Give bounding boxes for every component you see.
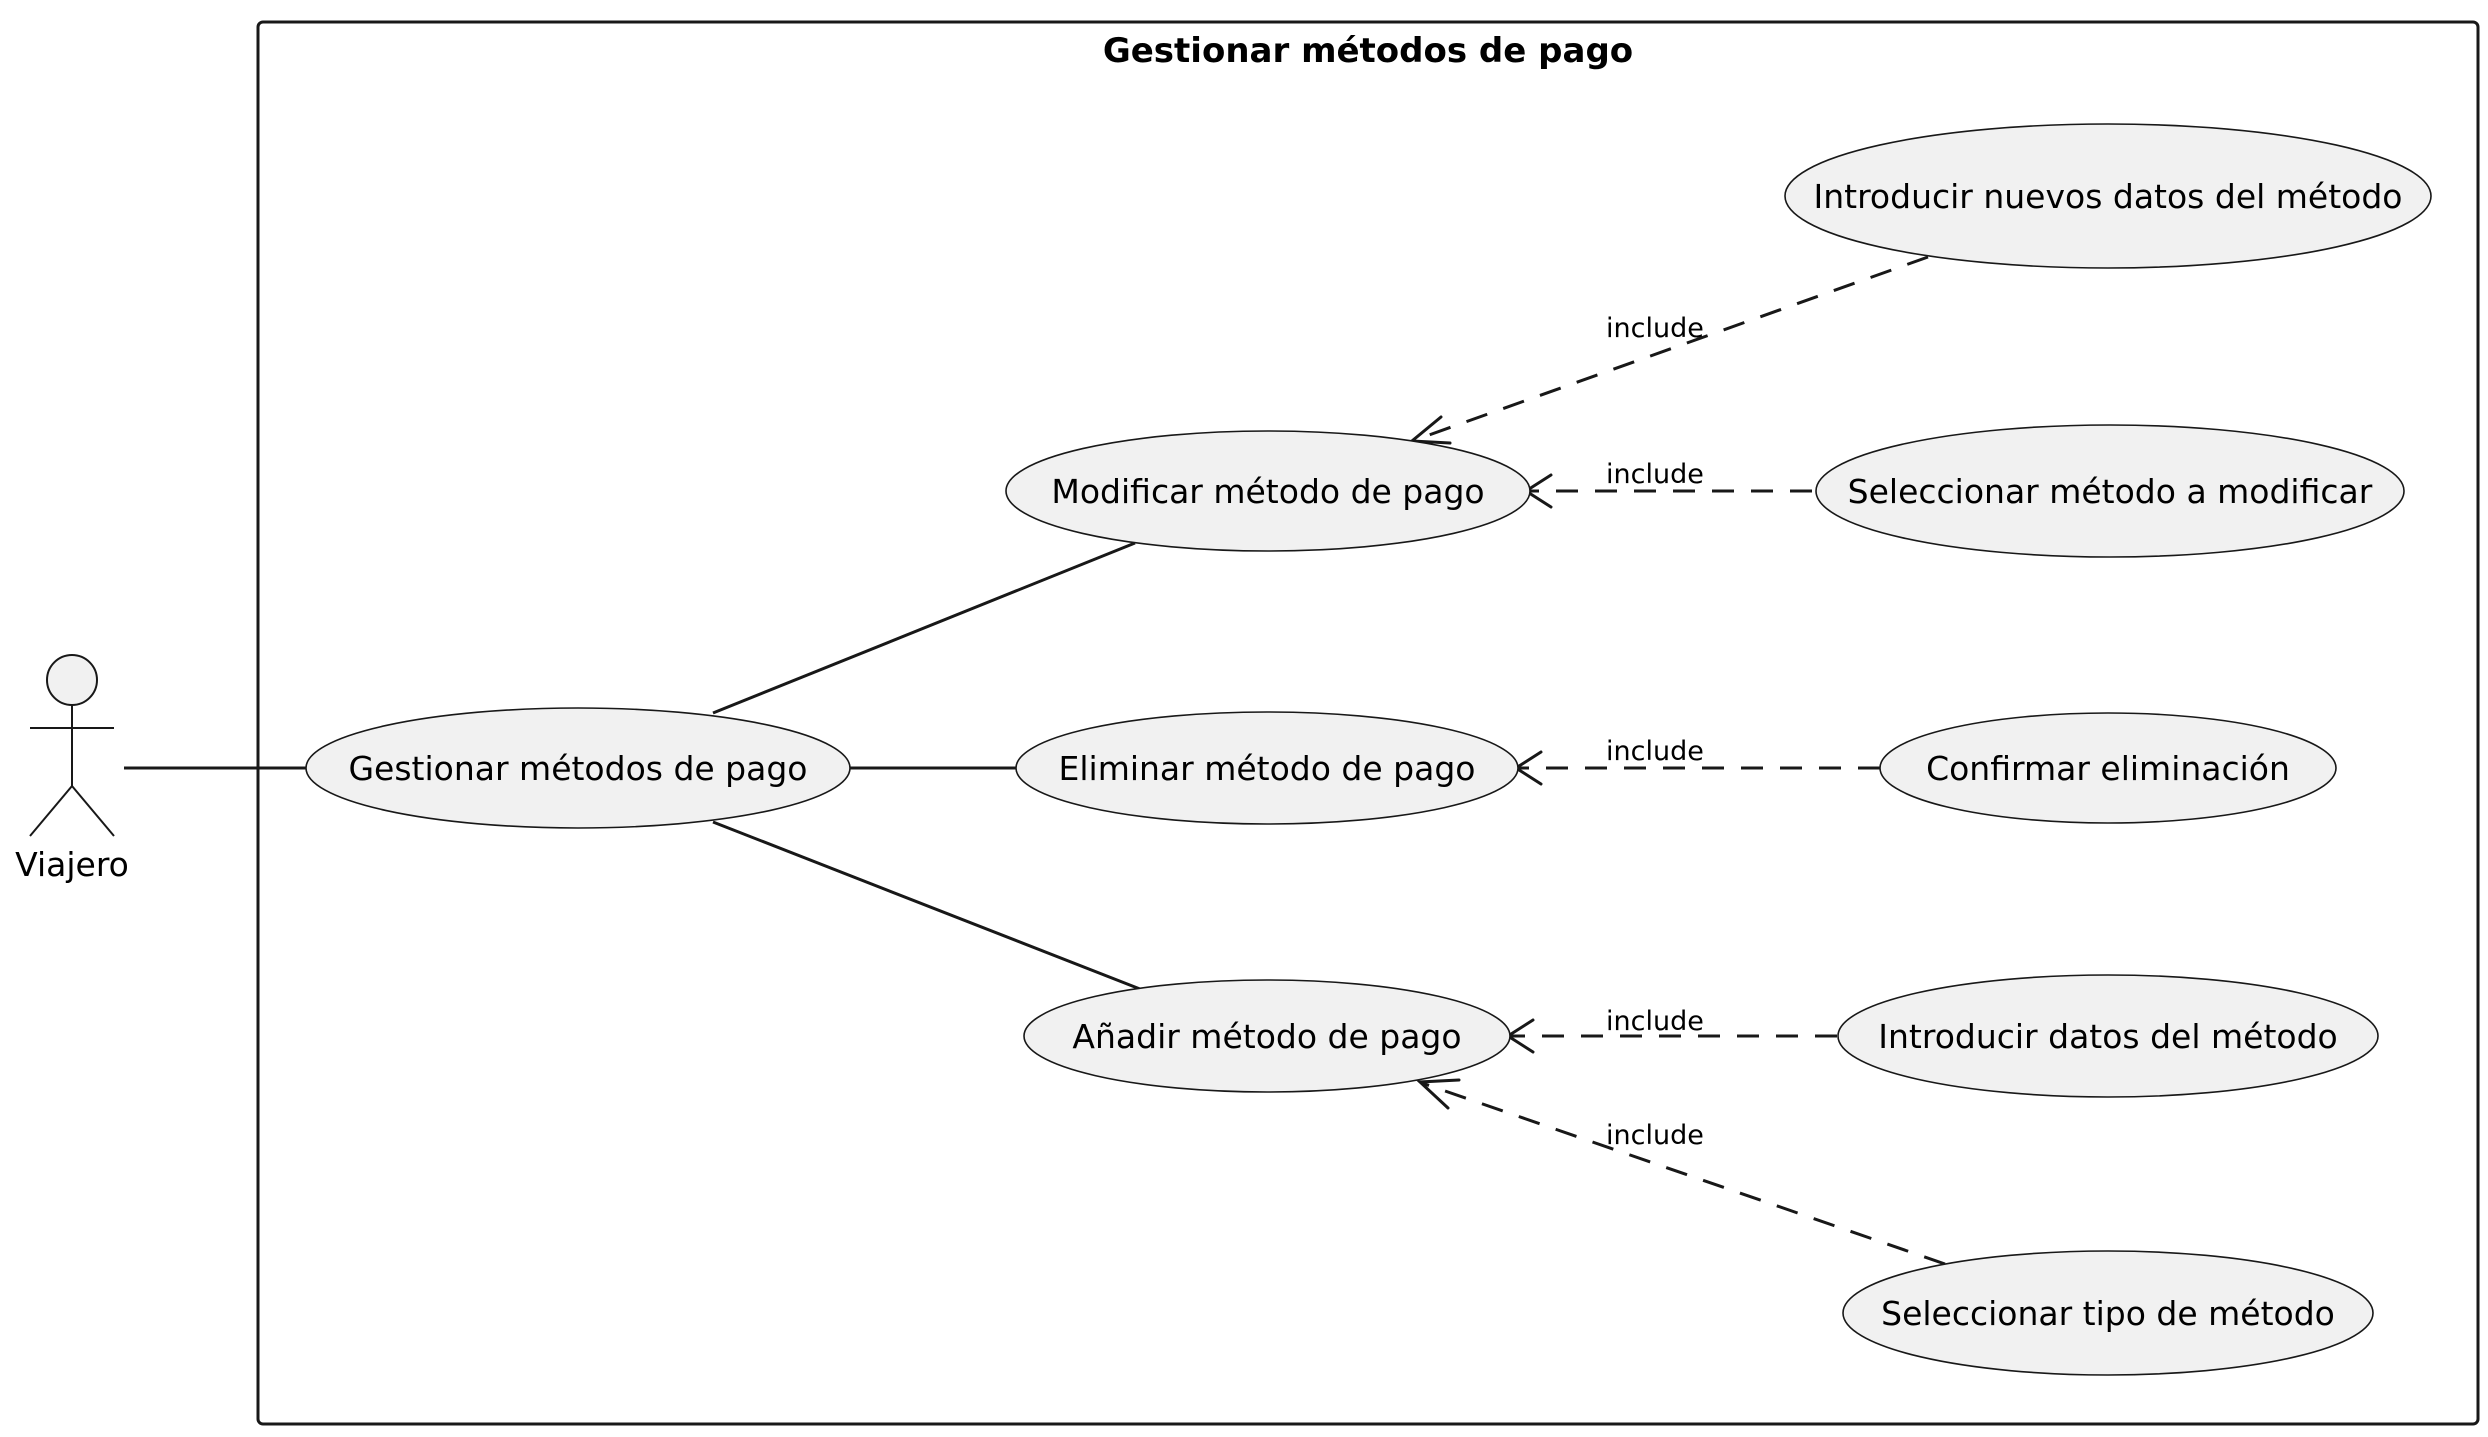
usecase-introducir-datos-label: Introducir datos del método <box>1878 1017 2337 1056</box>
assoc-gestionar-modificar <box>712 541 1136 715</box>
usecase-seleccionar-tipo-label: Seleccionar tipo de método <box>1881 1294 2335 1333</box>
dep-introducir-nuevos-modificar <box>1414 255 1929 442</box>
usecase-gestionar-label: Gestionar métodos de pago <box>348 749 807 788</box>
usecase-gestionar: Gestionar métodos de pago <box>305 707 851 829</box>
usecase-seleccionar-tipo: Seleccionar tipo de método <box>1842 1250 2374 1376</box>
usecase-confirmar-label: Confirmar eliminación <box>1926 749 2290 788</box>
assoc-gestionar-anadir <box>712 820 1141 991</box>
usecase-eliminar: Eliminar método de pago <box>1015 711 1519 825</box>
actor-label: Viajero <box>15 845 129 884</box>
label-include-2: include <box>1606 459 1704 490</box>
usecase-modificar: Modificar método de pago <box>1005 430 1531 552</box>
usecase-introducir-nuevos: Introducir nuevos datos del método <box>1784 123 2432 269</box>
actor-left-leg <box>29 785 73 837</box>
label-include-1: include <box>1606 313 1704 344</box>
boundary-title: Gestionar métodos de pago <box>1103 31 1633 71</box>
actor-right-leg <box>71 785 115 837</box>
usecase-anadir-label: Añadir método de pago <box>1072 1017 1461 1056</box>
usecase-seleccionar-modificar: Seleccionar método a modificar <box>1815 424 2405 558</box>
label-include-3: include <box>1606 736 1704 767</box>
usecase-introducir-nuevos-label: Introducir nuevos datos del método <box>1814 177 2403 216</box>
arrowhead-anadir-bottom <box>1416 1078 1461 1110</box>
usecase-eliminar-label: Eliminar método de pago <box>1059 749 1476 788</box>
usecase-seleccionar-modificar-label: Seleccionar método a modificar <box>1848 472 2373 511</box>
label-include-5: include <box>1606 1120 1704 1151</box>
usecase-confirmar: Confirmar eliminación <box>1879 712 2337 824</box>
dep-seleccionar-tipo-anadir <box>1421 1081 1946 1266</box>
usecase-anadir: Añadir método de pago <box>1023 979 1511 1093</box>
usecase-introducir-datos: Introducir datos del método <box>1837 974 2379 1098</box>
actor-viajero: Viajero <box>15 654 129 884</box>
label-include-4: include <box>1606 1006 1704 1037</box>
usecase-modificar-label: Modificar método de pago <box>1051 472 1484 511</box>
actor-head <box>46 654 98 706</box>
